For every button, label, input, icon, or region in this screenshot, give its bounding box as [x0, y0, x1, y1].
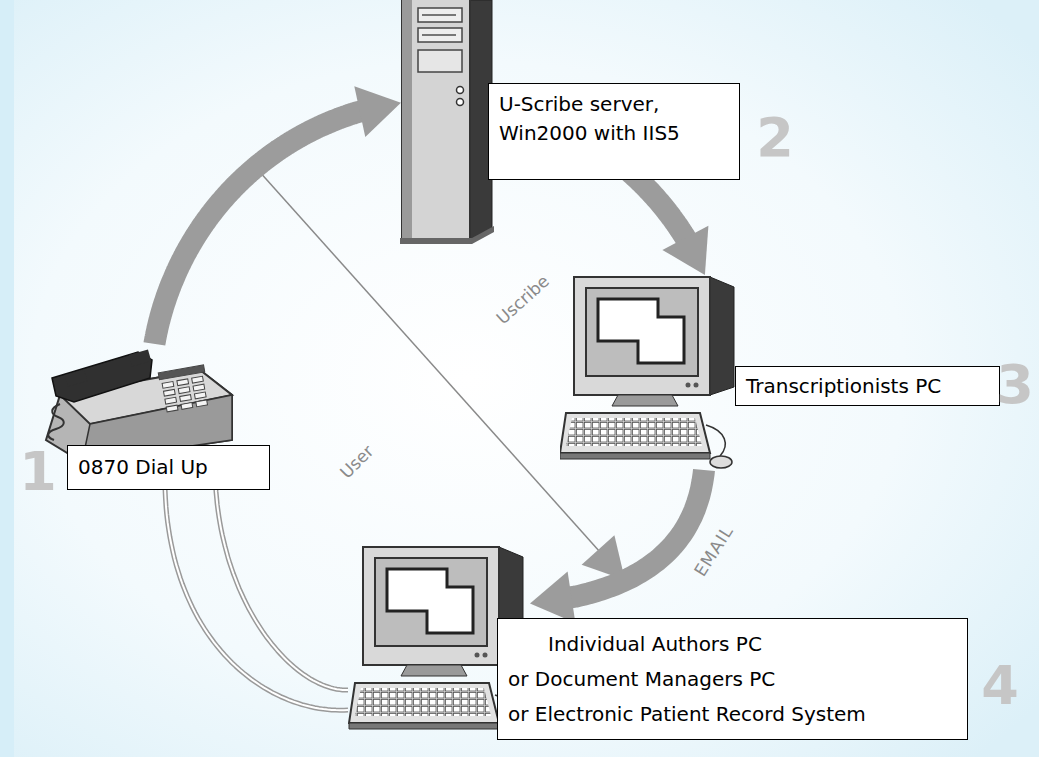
node-label: 0870 Dial Up — [78, 455, 259, 480]
connector-line — [570, 470, 704, 598]
arrow-head — [530, 572, 575, 623]
connector-line — [154, 111, 361, 344]
arrow-head — [354, 86, 401, 137]
telephone-node: 0870 Dial Up — [40, 345, 235, 465]
connector-core — [165, 465, 348, 710]
ring-arrow — [154, 86, 401, 344]
ring-arrow — [530, 470, 704, 623]
node-label: U-Scribe server, Win2000 with IIS5 — [499, 90, 729, 148]
step-number: 1 — [19, 445, 57, 499]
transcriptionist-pc-illustration — [560, 277, 734, 468]
server-node: U-Scribe server, Win2000 with IIS5 — [400, 0, 492, 242]
label-box: Transcriptionists PC — [735, 366, 1000, 406]
step-number: 4 — [981, 659, 1019, 713]
label-box: 0870 Dial Up — [67, 445, 270, 490]
edge-label: EMAIL — [691, 523, 736, 580]
connector-line — [215, 465, 348, 690]
flow-label: Uscribe — [494, 272, 553, 327]
connector-core — [215, 465, 348, 690]
side-band — [0, 0, 14, 757]
server-illustration — [400, 0, 494, 244]
node-label: or Electronic Patient Record System — [508, 697, 957, 732]
label-box: U-Scribe server, Win2000 with IIS5 — [488, 83, 740, 180]
arrow-head — [662, 226, 708, 275]
node-label: or Document Managers PC — [508, 662, 957, 697]
node-label: Transcriptionists PC — [746, 374, 989, 399]
client-node: Individual Authors PCor Document Manager… — [348, 545, 530, 740]
label-box: Individual Authors PCor Document Manager… — [497, 618, 968, 740]
step-number: 2 — [756, 111, 794, 165]
workstation-node: Transcriptionists PC — [560, 275, 740, 470]
flow-label: User — [337, 442, 376, 481]
node-label: Individual Authors PC — [548, 627, 957, 662]
step-number: 3 — [996, 358, 1034, 412]
connector-line — [165, 465, 348, 710]
phone-line — [165, 465, 348, 710]
